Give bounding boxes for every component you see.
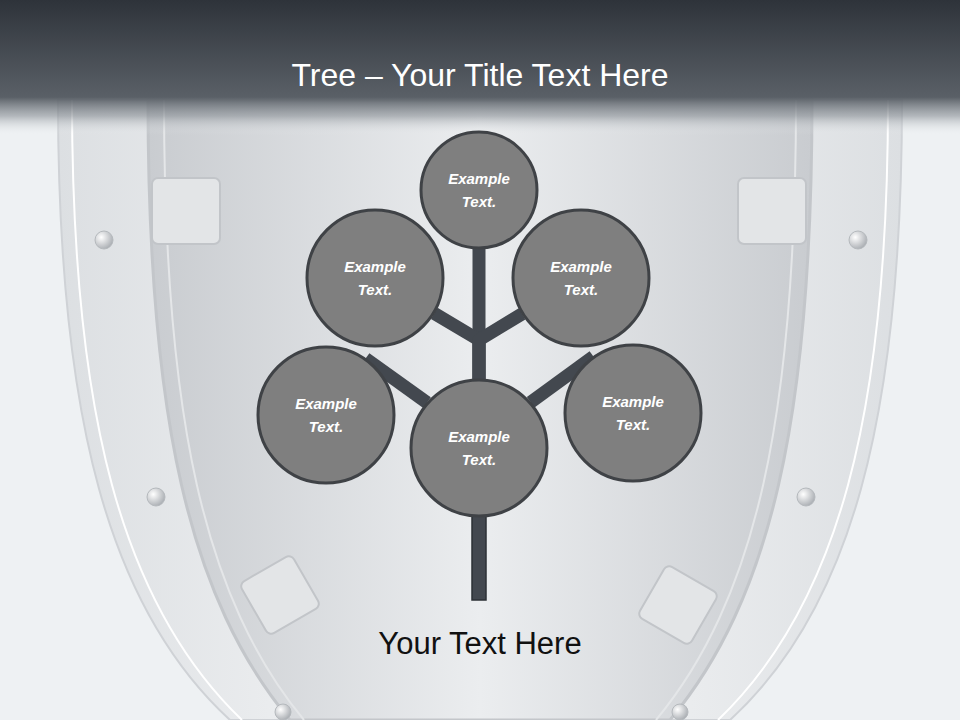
title-bar: [0, 0, 960, 135]
circle-shape: [419, 130, 539, 250]
tree-circle: Example Text.: [256, 345, 396, 485]
circle-outline: [421, 132, 537, 248]
shield-bracket: [637, 564, 719, 646]
rivet: [95, 231, 113, 249]
rivet: [849, 231, 867, 249]
shield-bracket: [152, 178, 220, 244]
circle-shape: [511, 208, 651, 348]
circle-outline: [258, 347, 394, 483]
rivet: [147, 488, 165, 506]
rivet: [275, 704, 291, 720]
circle-outline: [565, 345, 701, 481]
circle-text: Example Text.: [437, 167, 521, 213]
circle-shape: [563, 343, 703, 483]
tree-branch: [434, 313, 479, 379]
circle-text: Example Text.: [437, 425, 521, 471]
rivet: [672, 704, 688, 720]
caption-text: Your Text Here: [0, 624, 960, 664]
caption-label: Your Text Here: [0, 624, 960, 664]
tree-trunk-base: [472, 505, 486, 600]
circle-text: Example Text.: [591, 390, 675, 436]
circle-shape: [256, 345, 396, 485]
circle-text: Example Text.: [539, 255, 623, 301]
circle-outline: [307, 210, 443, 346]
circle-outline: [411, 380, 547, 516]
tree-circle: Example Text.: [419, 130, 539, 250]
tree-circle: Example Text.: [409, 378, 549, 518]
circle-text: Example Text.: [284, 392, 368, 438]
slide-title: Tree – Your Title Text Here: [0, 55, 960, 95]
shield-bracket: [239, 554, 321, 636]
tree-circle: Example Text.: [511, 208, 651, 348]
circle-shape: [409, 378, 549, 518]
circle-outline: [513, 210, 649, 346]
tree-branch: [479, 314, 522, 379]
shield-bracket: [738, 178, 806, 244]
circle-text: Example Text.: [333, 255, 417, 301]
tree-circle: Example Text.: [563, 343, 703, 483]
tree-circle: Example Text.: [305, 208, 445, 348]
circle-shape: [305, 208, 445, 348]
rivet: [797, 488, 815, 506]
